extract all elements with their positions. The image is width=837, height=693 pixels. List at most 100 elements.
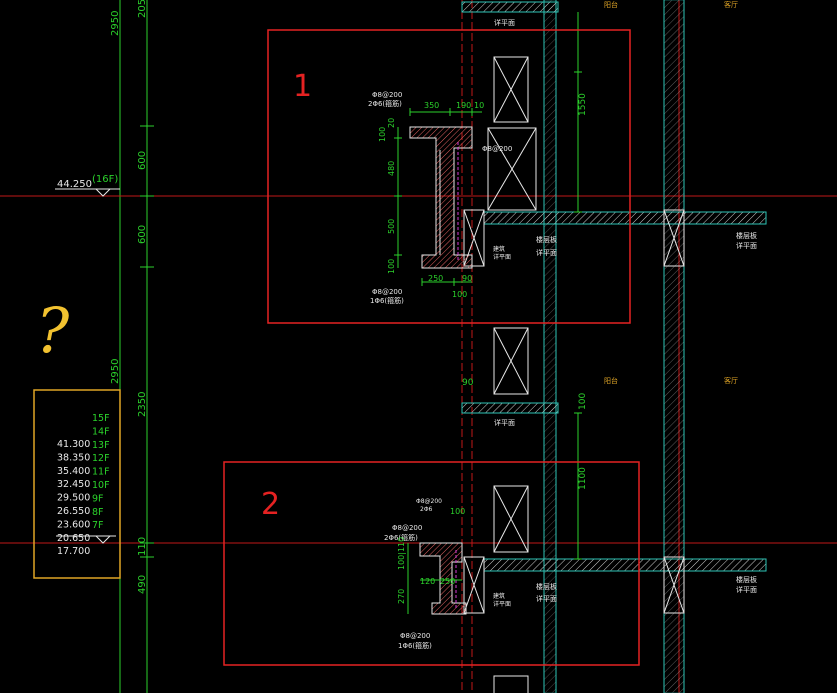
svg-text:楼层板: 楼层板 (536, 582, 557, 591)
svg-text:Φ8@200: Φ8@200 (372, 288, 402, 296)
svg-text:详平面: 详平面 (536, 594, 557, 603)
svg-text:270: 270 (397, 589, 406, 604)
svg-text:详平面: 详平面 (493, 253, 511, 261)
detail2-vertical-dims: 100|110 270 (397, 537, 406, 604)
svg-text:1Φ6(箍筋): 1Φ6(箍筋) (370, 296, 404, 305)
legend-elevation-value: 17.700 (57, 546, 90, 557)
svg-text:Φ8@200: Φ8@200 (400, 632, 430, 640)
svg-text:500: 500 (387, 219, 396, 234)
svg-text:90: 90 (462, 378, 474, 388)
walls (461, 0, 767, 693)
svg-text:1Φ6(箍筋): 1Φ6(箍筋) (398, 641, 432, 650)
legend-floor-label: 11F (92, 467, 110, 478)
svg-text:Φ8@200: Φ8@200 (416, 498, 442, 505)
svg-text:100: 100 (387, 259, 396, 274)
svg-text:建筑: 建筑 (493, 245, 505, 253)
svg-text:490: 490 (137, 575, 148, 594)
legend-floor-label: 10F (92, 480, 110, 491)
svg-text:2Φ6: 2Φ6 (420, 506, 433, 513)
svg-text:2350: 2350 (137, 392, 148, 417)
region-label-1: 1 (293, 69, 312, 104)
region-box-2[interactable] (223, 461, 640, 666)
question-mark-annotation: ? (36, 294, 70, 367)
svg-text:1550: 1550 (578, 93, 588, 116)
svg-text:建筑: 建筑 (493, 592, 505, 600)
svg-text:楼层板: 楼层板 (536, 235, 557, 244)
svg-text:600: 600 (137, 225, 148, 244)
svg-text:250: 250 (428, 274, 443, 283)
elevation-floor: (16F) (92, 174, 118, 185)
legend-elevation-value: 20.650 (57, 533, 90, 544)
svg-text:详平面: 详平面 (536, 248, 557, 257)
svg-text:详平面: 详平面 (493, 600, 511, 608)
svg-text:20: 20 (387, 118, 396, 128)
detail1-section (409, 126, 473, 269)
legend-elevation-value: 32.450 (57, 479, 90, 490)
legend-floor-label: 7F (92, 520, 104, 531)
detail1-dimensions (394, 12, 582, 286)
detail2-dimensions (407, 412, 582, 614)
left-dimension-ticks (140, 125, 154, 558)
svg-text:详平面: 详平面 (494, 418, 515, 427)
svg-text:100|110: 100|110 (397, 537, 406, 570)
svg-text:客厅: 客厅 (724, 0, 738, 9)
svg-text:90: 90 (462, 274, 472, 283)
svg-text:楼层板: 楼层板 (736, 575, 757, 584)
svg-text:2Φ6(箍筋): 2Φ6(箍筋) (368, 99, 402, 108)
legend-elevation-value: 41.300 (57, 439, 90, 450)
svg-text:Φ8@200: Φ8@200 (392, 524, 422, 532)
svg-text:2050: 2050 (137, 0, 148, 18)
svg-text:110: 110 (137, 537, 148, 556)
legend-elevation-value: 38.350 (57, 452, 90, 463)
legend-floor-label: 9F (92, 493, 104, 504)
legend-floor-label: 15F (92, 413, 110, 424)
room-labels: 阳台 客厅 阳台 客厅 (604, 0, 738, 385)
svg-text:2950: 2950 (110, 11, 121, 36)
svg-text:480: 480 (387, 161, 396, 176)
legend-elevation-value: 23.600 (57, 519, 90, 530)
window-boxes (463, 56, 685, 693)
floor-elevation-legend: 15F 14F 13F 12F 11F 10F 9F 8F 7F 41.300 38.350 35.… (33, 389, 121, 579)
svg-text:100: 100 (578, 393, 588, 410)
svg-text:350: 350 (424, 101, 439, 110)
plan-references: 详平面 详平面 楼层板 详平面 楼层板 详平面 (494, 18, 757, 594)
elevation-marker: 44.250 (16F) (55, 174, 120, 197)
legend-floor-label: 13F (92, 440, 110, 451)
svg-text:190: 190 (456, 101, 471, 110)
detail1-vertical-dims: 20 100 480 500 100 (378, 118, 396, 274)
svg-text:120: 120 (420, 577, 435, 586)
svg-text:100: 100 (378, 127, 387, 142)
elevation-value: 44.250 (57, 179, 92, 190)
svg-text:详平面: 详平面 (494, 18, 515, 27)
legend-elevation-value: 29.500 (57, 493, 90, 504)
detail2-annotations: Φ8@200 2Φ6 Φ8@200 2Φ6(箍筋) 100 120 250 Φ8… (384, 498, 557, 650)
detail1-annotations: Φ8@200 2Φ6(箍筋) 350 190 10 Φ8@200 Φ8@200 … (368, 91, 557, 305)
svg-text:详平面: 详平面 (736, 585, 757, 594)
region-label-2: 2 (261, 487, 280, 522)
svg-text:Φ8@200: Φ8@200 (372, 91, 402, 99)
svg-text:100: 100 (450, 507, 465, 516)
svg-text:2Φ6(箍筋): 2Φ6(箍筋) (384, 533, 418, 542)
legend-elevation-value: 26.550 (57, 506, 90, 517)
svg-text:阳台: 阳台 (604, 0, 618, 9)
svg-text:Φ8@200: Φ8@200 (482, 145, 512, 153)
svg-text:阳台: 阳台 (604, 376, 618, 385)
legend-floor-label: 12F (92, 453, 110, 464)
svg-text:100: 100 (452, 290, 467, 299)
region-box-1[interactable] (267, 29, 631, 324)
svg-text:600: 600 (137, 151, 148, 170)
legend-floor-label: 14F (92, 426, 110, 437)
svg-text:详平面: 详平面 (736, 241, 757, 250)
svg-text:250: 250 (440, 577, 455, 586)
legend-floor-label: 8F (92, 507, 104, 518)
legend-elevation-value: 35.400 (57, 466, 90, 477)
svg-text:2950: 2950 (110, 359, 121, 384)
left-dimension-labels: 2950 600 600 2950 2350 110 490 2050 (110, 0, 148, 594)
svg-text:10: 10 (474, 101, 484, 110)
svg-text:楼层板: 楼层板 (736, 231, 757, 240)
svg-text:1100: 1100 (578, 467, 588, 490)
svg-text:客厅: 客厅 (724, 376, 738, 385)
vertical-dimension-labels: 1550 100 1100 90 (462, 93, 588, 490)
